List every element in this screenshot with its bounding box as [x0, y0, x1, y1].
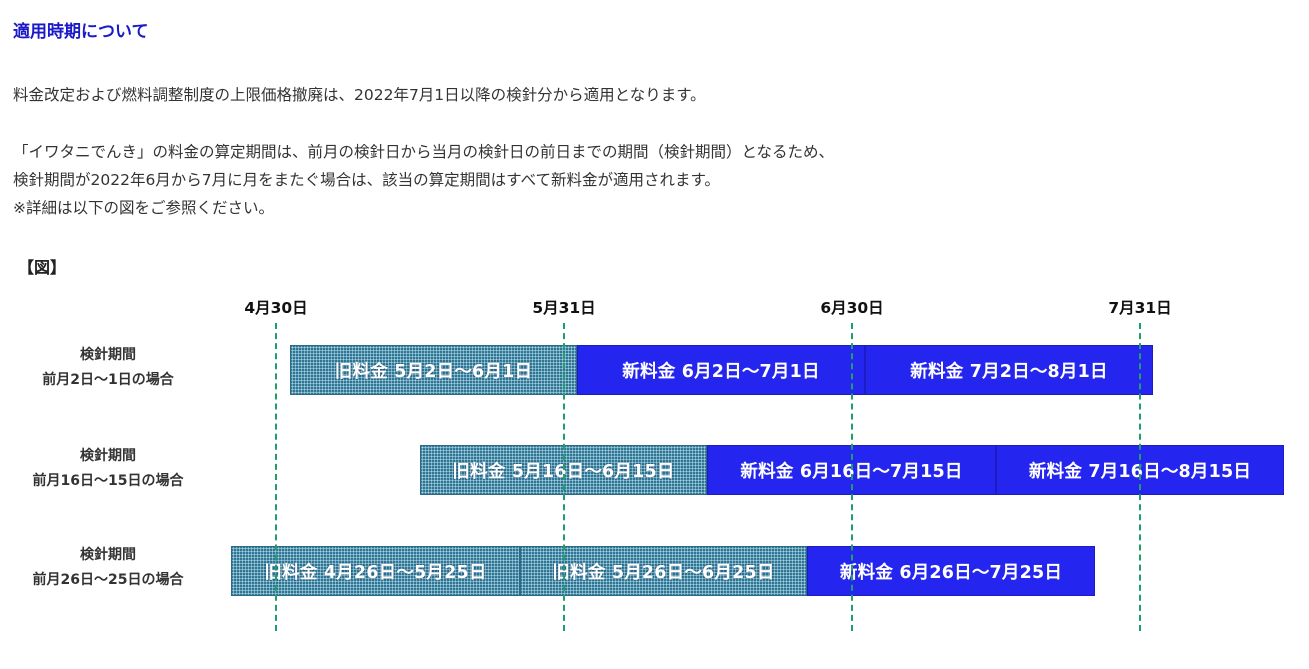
row-label-case: 前月26日～25日の場合: [32, 572, 184, 588]
row-label-case: 前月2日～1日の場合: [42, 372, 174, 388]
paragraph-new-fee-note: 検針期間が2022年6月から7月に月をまたぐ場合は、該当の算定期間はすべて新料金…: [13, 171, 720, 189]
guide-line-apr30: [275, 323, 277, 631]
figure-label: 【図】: [18, 258, 67, 277]
period-bar-old: 旧料金 4月26日～5月25日: [231, 546, 520, 596]
period-bar-new: 新料金 6月2日～7月1日: [577, 345, 865, 395]
paragraph-see-figure: ※詳細は以下の図をご参照ください。: [13, 199, 274, 217]
period-bar-old: 旧料金 5月2日～6月1日: [290, 345, 577, 395]
paragraph-application-date: 料金改定および燃料調整制度の上限価格撤廃は、2022年7月1日以降の検針分から適…: [13, 86, 706, 104]
period-bar-old: 旧料金 5月26日～6月25日: [520, 546, 807, 596]
row-label-title: 検針期間: [80, 347, 136, 363]
date-label-jun30: 6月30日: [820, 299, 884, 317]
guide-line-jun30: [851, 323, 853, 631]
section-heading: 適用時期について: [13, 22, 149, 42]
row-label-case: 前月16日～15日の場合: [32, 473, 184, 489]
guide-line-may31: [563, 323, 565, 631]
row-label-16-15: 検針期間 前月16日～15日の場合: [8, 444, 208, 494]
row-label-2-1: 検針期間 前月2日～1日の場合: [8, 343, 208, 393]
row-label-title: 検針期間: [80, 448, 136, 464]
paragraph-billing-period: 「イワタニでんき」の料金の算定期間は、前月の検針日から当月の検針日の前日までの期…: [13, 143, 835, 161]
guide-line-jul31: [1139, 323, 1141, 631]
row-label-26-25: 検針期間 前月26日～25日の場合: [8, 543, 208, 593]
date-label-may31: 5月31日: [532, 299, 596, 317]
date-label-jul31: 7月31日: [1108, 299, 1172, 317]
row-label-title: 検針期間: [80, 547, 136, 563]
period-bar-new: 新料金 6月26日～7月25日: [807, 546, 1095, 596]
period-bar-new: 新料金 7月2日～8月1日: [865, 345, 1153, 395]
date-label-apr30: 4月30日: [244, 299, 308, 317]
